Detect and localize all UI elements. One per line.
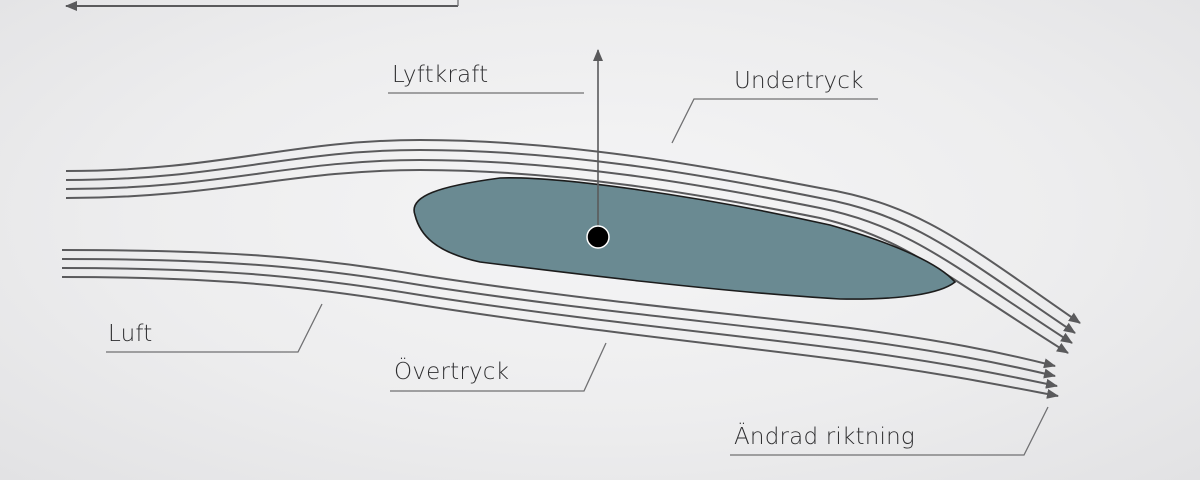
lower-streamline-2 — [61, 258, 1056, 379]
label-undertryck: Undertryck — [734, 68, 864, 94]
leader-overtryck — [390, 342, 607, 392]
leader-undertryck — [671, 98, 878, 144]
label-overtryck: Övertryck — [394, 359, 510, 385]
upper-streamline-2 — [65, 148, 1076, 334]
leader-andrad-riktning — [730, 406, 1049, 456]
center-of-lift-dot — [586, 225, 610, 249]
top-cropped-arrow — [65, 0, 459, 11]
label-andrad-riktning: Ändrad riktning — [734, 424, 915, 450]
airfoil-shape — [413, 177, 957, 300]
leader-luft — [106, 303, 323, 353]
label-lyftkraft: Lyftkraft — [392, 62, 489, 88]
lift-vector — [586, 49, 610, 249]
upper-streamline-3 — [65, 158, 1073, 344]
label-leaders — [106, 92, 1049, 456]
lower-streamline-3 — [61, 267, 1058, 389]
lower-streamlines — [61, 249, 1059, 399]
upper-streamline-1 — [65, 138, 1081, 324]
label-luft: Luft — [108, 321, 153, 347]
lower-streamline-4 — [61, 276, 1059, 399]
lower-streamline-1 — [61, 249, 1056, 369]
